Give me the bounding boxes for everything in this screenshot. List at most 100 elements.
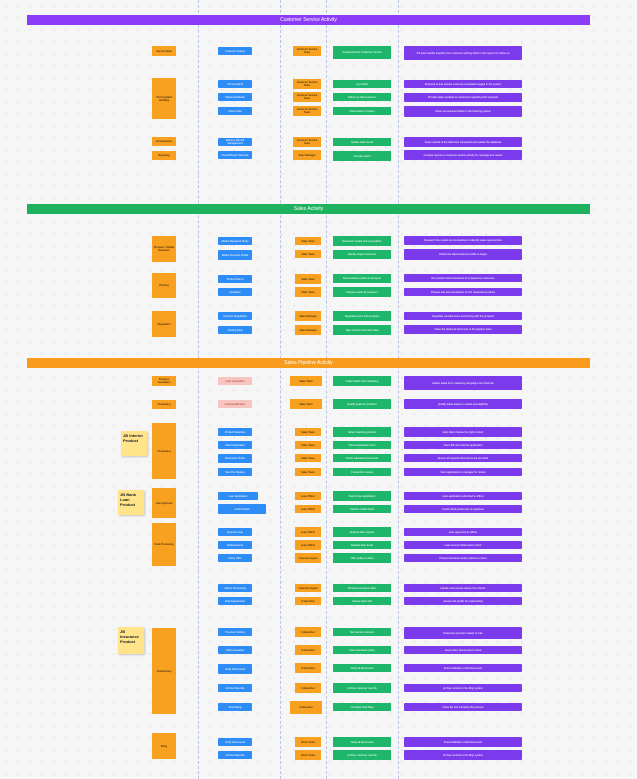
pipeline-step: Send for Review xyxy=(218,468,252,476)
pipeline-description: Client fills and submits application xyxy=(404,441,522,449)
pipeline-description: Ensure all required documents are provid… xyxy=(404,454,522,462)
pipeline-step: Credit Check xyxy=(218,504,266,514)
cs-stage: CS Complaint Handling xyxy=(152,78,176,119)
sales-role: Sales Team xyxy=(295,287,321,297)
cs-step: Overall Report Records xyxy=(218,151,252,159)
pipeline-action: Assess client risk xyxy=(333,597,391,605)
pipeline-step: Verify Documents xyxy=(218,738,252,746)
pipeline-action: Collect leads from marketing xyxy=(333,376,391,386)
cs-stage: Administration xyxy=(152,137,176,146)
pipeline-step: Premium Setting xyxy=(218,628,252,636)
pipeline-role: Loan Officer xyxy=(295,527,321,537)
cs-description: Provide status updates to customers rega… xyxy=(404,93,522,102)
pipeline-role: Sales Team xyxy=(295,441,321,449)
pipeline-role: Underwriter xyxy=(295,627,321,637)
pipeline-action: Submit loan application xyxy=(333,491,391,501)
pipeline-role: Sales Team xyxy=(290,376,322,386)
pipeline-stage: Loan Approval xyxy=(152,488,176,518)
pipeline-role: Underwriter xyxy=(295,597,321,605)
pipeline-action: Release loan funds xyxy=(333,541,391,549)
pipeline-step: Risk Assessment xyxy=(218,597,252,605)
band-title: Sales Pipeline Activity xyxy=(284,360,333,366)
pipeline-action: Approve loan request xyxy=(333,527,391,537)
pipeline-step: Product Selection xyxy=(218,428,252,436)
pipeline-description: Assess risk profile for underwriting xyxy=(404,597,522,605)
pipeline-role: Underwriter xyxy=(295,683,321,693)
cs-description: Compile reports on customer service acti… xyxy=(404,150,522,160)
sales-stage: Prospect / Market Research xyxy=(152,236,176,262)
cs-action: Update data record xyxy=(333,138,391,146)
pipeline-role: Loan Officer xyxy=(295,540,321,550)
sales-role: Sales Team xyxy=(295,274,321,284)
pipeline-action: Select matching product xyxy=(333,427,391,437)
cs-step: CS Complaint xyxy=(218,80,252,88)
lane-divider xyxy=(326,0,327,779)
sales-stage: Pitching xyxy=(152,273,176,298)
pipeline-stage: Final Processing xyxy=(152,523,176,566)
pipeline-role: Underwriter xyxy=(290,701,322,714)
pipeline-stage: Prospect Generation xyxy=(152,376,176,386)
pipeline-role: Sales Team xyxy=(290,399,322,409)
pipeline-step: Disbursement xyxy=(218,541,252,549)
band-sales: Sales Activity xyxy=(27,204,590,214)
sales-action: Negotiate terms with prospect xyxy=(333,311,391,321)
pipeline-description: Send application to manager for review xyxy=(404,468,522,476)
pipeline-stage: Underwriting xyxy=(152,628,176,714)
pipeline-step-highlight: Lead Qualification xyxy=(218,400,252,408)
cs-step: Status Feedback xyxy=(218,93,252,101)
sales-description: Negotiate contract terms and pricing wit… xyxy=(404,312,522,320)
sticky-note-insurance: JB Insurance Product xyxy=(118,627,144,654)
cs-description: CS team handle inquiries from customer a… xyxy=(404,46,522,60)
pipeline-description: Close file and complete the process xyxy=(404,703,522,711)
sales-stage: Negotiation xyxy=(152,311,176,337)
lane-divider xyxy=(198,0,199,779)
pipeline-description: Help client choose the right product xyxy=(404,427,522,437)
cs-action: Follow up with customer xyxy=(333,93,391,101)
pipeline-role: Sales Team xyxy=(295,454,321,462)
pipeline-step-highlight: Lead Generation xyxy=(218,377,252,385)
pipeline-step: Archive Records xyxy=(218,684,252,692)
sales-description: Close the deal and hand over to the pipe… xyxy=(404,325,522,334)
cs-role: Customer Service Team xyxy=(293,106,321,116)
cs-step: Close Case xyxy=(218,107,252,115)
pipeline-action: Process insurance claim xyxy=(333,584,391,592)
band-title: Customer Service Activity xyxy=(280,17,337,23)
pipeline-description: Archive records in the filing system xyxy=(404,750,522,760)
pipeline-description: Archive records in the filing system xyxy=(404,684,522,692)
pipeline-description: Loan approved by officer xyxy=(404,528,522,536)
sales-action: Research market and competitors xyxy=(333,236,391,246)
pipeline-action: Issue insurance policy xyxy=(333,646,391,654)
pipeline-step: Claims Processing xyxy=(218,584,252,592)
sales-description: Prepare and send quotations for the requ… xyxy=(404,288,522,296)
pipeline-action: Verify all documents xyxy=(333,737,391,747)
cs-role: Team Manager xyxy=(293,150,321,160)
pipeline-role: Underwriter xyxy=(295,663,321,673)
pipeline-description: Final verification of all documents xyxy=(404,737,522,747)
cs-stage: Reporting xyxy=(152,151,176,160)
sticky-note-interior: JB Interior Product xyxy=(121,431,147,456)
pipeline-step: Approve Loan xyxy=(218,528,252,536)
cs-step: Delivery Record Management xyxy=(218,138,252,146)
cs-action: Compile report xyxy=(333,151,391,161)
cs-role: Customer Service Team xyxy=(293,46,321,56)
pipeline-description: Issue policy documents to client xyxy=(404,646,522,654)
sales-action: Demonstrate product to prospect xyxy=(333,274,391,283)
pipeline-description: Loan amount disbursed to client xyxy=(404,541,522,549)
sales-action: Sign contract and close deal xyxy=(333,325,391,335)
pipeline-action: Qualify leads for products xyxy=(333,399,391,409)
pipeline-description: Handle and process claims from clients xyxy=(404,584,522,592)
sales-step: Product Demo xyxy=(218,275,252,283)
cs-description: Respond to and resolve customer complain… xyxy=(404,80,522,88)
pipeline-action: Check submitted documents xyxy=(333,454,391,462)
sales-role: Sales Manager xyxy=(295,325,321,335)
pipeline-description: Final verification of all documents xyxy=(404,664,522,672)
pipeline-action: Archive customer records xyxy=(333,750,391,760)
pipeline-role: Sales Team xyxy=(295,428,321,436)
sales-role: Sales Manager xyxy=(295,311,321,321)
sales-description: Define the ideal customer profile to tar… xyxy=(404,249,522,260)
sales-step: Closing Deal xyxy=(218,326,252,334)
sticky-note-bank-loan: JB Bank Loan Product xyxy=(118,490,144,515)
pipeline-action: Submit application form xyxy=(333,441,391,449)
cs-description: Keep records of the deliveries completed… xyxy=(404,137,522,147)
cs-action: Close ticket in system xyxy=(333,107,391,115)
